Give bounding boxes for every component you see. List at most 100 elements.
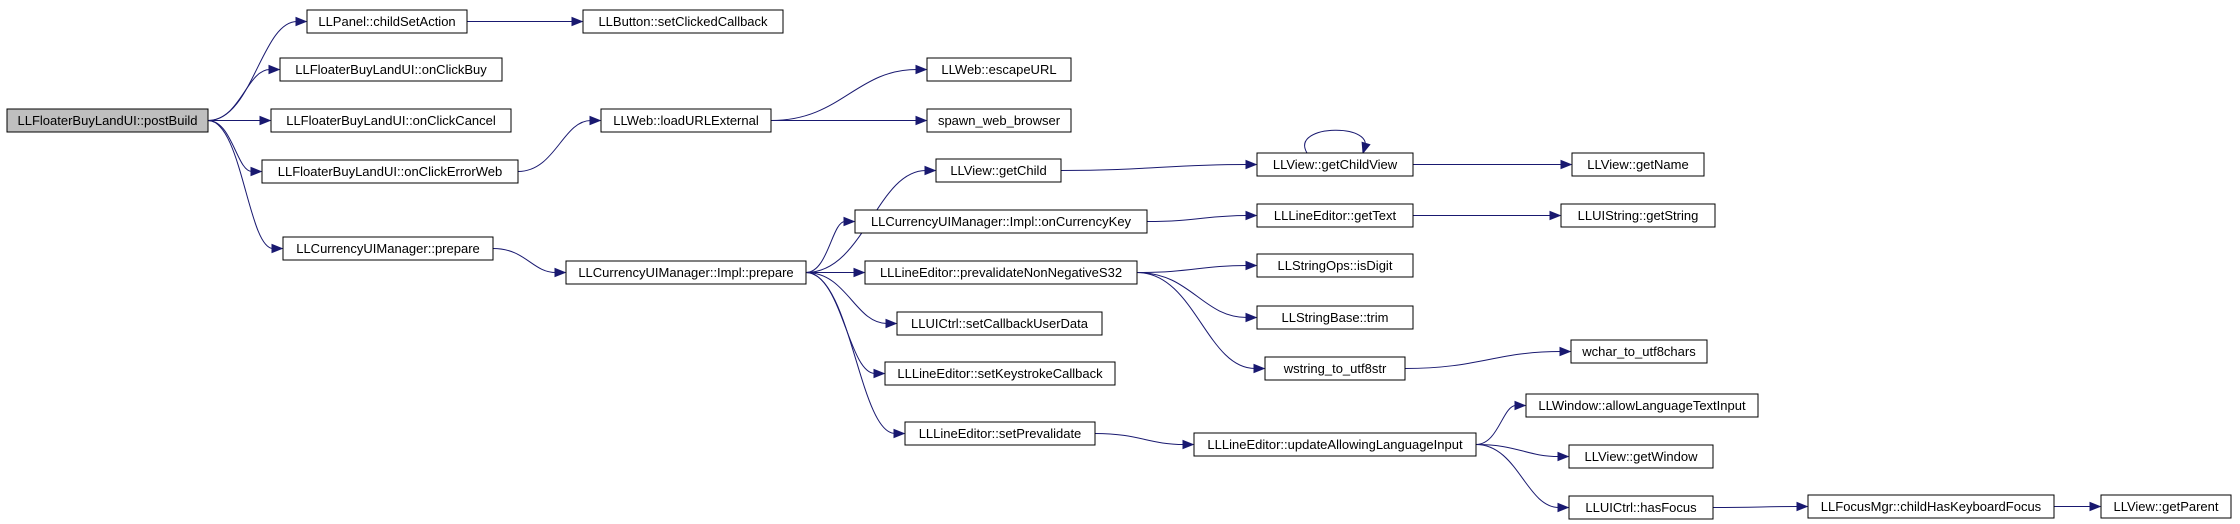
node-childHasKbFocus[interactable]: LLFocusMgr::childHasKeyboardFocus (1807, 494, 2055, 519)
edge-hasFocus-to-childHasKbFocus (1712, 501, 1809, 512)
edge-implPrepare-to-onCurrencyKey (805, 216, 856, 273)
node-label: LLLineEditor::updateAllowingLanguageInpu… (1207, 437, 1463, 452)
node-childSetAction[interactable]: LLPanel::childSetAction (306, 9, 468, 34)
node-label: LLUIString::getString (1578, 208, 1699, 223)
node-spawnWebBrowser[interactable]: spawn_web_browser (926, 108, 1072, 133)
node-getWindow[interactable]: LLView::getWindow (1568, 444, 1714, 469)
edge-onClickErrorWeb-to-loadURLExternal (517, 115, 602, 172)
node-label: wchar_to_utf8chars (1581, 344, 1696, 359)
node-label: LLView::getChild (950, 163, 1046, 178)
node-box (854, 209, 1148, 234)
node-box (1264, 356, 1406, 381)
node-label: spawn_web_browser (938, 113, 1061, 128)
node-loadURLExternal[interactable]: LLWeb::loadURLExternal (600, 108, 772, 133)
node-box (6, 108, 209, 133)
node-onClickErrorWeb[interactable]: LLFloaterBuyLandUI::onClickErrorWeb (261, 159, 519, 184)
node-implPrepare[interactable]: LLCurrencyUIManager::Impl::prepare (565, 260, 807, 285)
node-label: LLFocusMgr::childHasKeyboardFocus (1821, 499, 2042, 514)
node-label: LLView::getWindow (1585, 449, 1699, 464)
edge-implPrepare-to-setPrevalidate (805, 272, 906, 439)
node-onCurrencyKey[interactable]: LLCurrencyUIManager::Impl::onCurrencyKey (854, 209, 1148, 234)
node-setCallbackUserData[interactable]: LLUICtrl::setCallbackUserData (896, 311, 1103, 336)
edge-setPrevalidate-to-updateLang (1094, 433, 1195, 450)
node-box (935, 158, 1062, 183)
node-box (1256, 203, 1414, 228)
node-label: LLWeb::loadURLExternal (613, 113, 759, 128)
node-getParent[interactable]: LLView::getParent (2100, 494, 2232, 519)
node-box (864, 260, 1138, 285)
node-label: LLFloaterBuyLandUI::onClickBuy (295, 62, 487, 77)
node-box (1570, 339, 1708, 364)
node-getName[interactable]: LLView::getName (1571, 152, 1705, 177)
node-box (1525, 393, 1759, 418)
node-box (279, 57, 503, 82)
edge-childSetAction-to-setClickedCallback (467, 16, 584, 27)
node-wstringToUtf8[interactable]: wstring_to_utf8str (1264, 356, 1406, 381)
node-box (926, 108, 1072, 133)
node-setKeystrokeCallback[interactable]: LLLineEditor::setKeystrokeCallback (884, 361, 1116, 386)
node-label: LLView::getName (1587, 157, 1688, 172)
edge-wstringToUtf8-to-wcharToUtf8 (1404, 346, 1572, 369)
edge-postBuild-to-onClickBuy (207, 64, 281, 121)
node-label: LLUICtrl::hasFocus (1585, 500, 1697, 515)
node-label: LLLineEditor::setKeystrokeCallback (897, 366, 1103, 381)
node-isDigit[interactable]: LLStringOps::isDigit (1256, 253, 1414, 278)
node-prevalidate[interactable]: LLLineEditor::prevalidateNonNegativeS32 (864, 260, 1138, 285)
node-getString[interactable]: LLUIString::getString (1560, 203, 1716, 228)
node-label: LLUICtrl::setCallbackUserData (911, 316, 1089, 331)
node-postBuild[interactable]: LLFloaterBuyLandUI::postBuild (6, 108, 209, 133)
node-box (600, 108, 772, 133)
node-wcharToUtf8[interactable]: wchar_to_utf8chars (1570, 339, 1708, 364)
edge-prevalidate-to-trim (1136, 272, 1258, 323)
edge-updateLang-to-getWindow (1475, 444, 1570, 462)
edge-prevalidate-to-isDigit (1136, 260, 1258, 273)
node-box (582, 9, 784, 34)
node-getChildView[interactable]: LLView::getChildView (1256, 152, 1414, 177)
node-box (1568, 495, 1714, 520)
call-nodes: LLFloaterBuyLandUI::postBuild LLPanel::ch… (6, 9, 2232, 520)
node-label: LLWeb::escapeURL (941, 62, 1056, 77)
edge-updateLang-to-hasFocus (1475, 444, 1570, 513)
node-box (282, 236, 494, 261)
node-box (306, 9, 468, 34)
node-box (565, 260, 807, 285)
node-label: LLLineEditor::getText (1274, 208, 1397, 223)
node-label: LLPanel::childSetAction (318, 14, 455, 29)
edge-onCurrencyKey-to-getText (1146, 210, 1258, 222)
node-box (1571, 152, 1705, 177)
node-box (896, 311, 1103, 336)
node-trim[interactable]: LLStringBase::trim (1256, 305, 1414, 330)
node-onClickBuy[interactable]: LLFloaterBuyLandUI::onClickBuy (279, 57, 503, 82)
node-cuiPrepare[interactable]: LLCurrencyUIManager::prepare (282, 236, 494, 261)
node-box (261, 159, 519, 184)
node-box (270, 108, 512, 133)
edge-getChildView-to-getChildView (1304, 129, 1371, 155)
node-label: LLCurrencyUIManager::prepare (296, 241, 480, 256)
node-allowLang[interactable]: LLWindow::allowLanguageTextInput (1525, 393, 1759, 418)
node-onClickCancel[interactable]: LLFloaterBuyLandUI::onClickCancel (270, 108, 512, 133)
node-label: LLFloaterBuyLandUI::postBuild (18, 113, 198, 128)
node-getChild[interactable]: LLView::getChild (935, 158, 1062, 183)
node-label: LLLineEditor::setPrevalidate (919, 426, 1082, 441)
node-updateLang[interactable]: LLLineEditor::updateAllowingLanguageInpu… (1193, 432, 1477, 457)
edge-prevalidate-to-wstringToUtf8 (1136, 272, 1266, 374)
node-getText[interactable]: LLLineEditor::getText (1256, 203, 1414, 228)
node-box (1568, 444, 1714, 469)
edge-cuiPrepare-to-implPrepare (492, 248, 567, 278)
node-escapeURL[interactable]: LLWeb::escapeURL (926, 57, 1072, 82)
node-box (2100, 494, 2232, 519)
edge-loadURLExternal-to-escapeURL (770, 64, 928, 121)
edge-getText-to-getString (1413, 210, 1562, 221)
edge-postBuild-to-cuiPrepare (207, 120, 284, 254)
node-box (1256, 253, 1414, 278)
node-setPrevalidate[interactable]: LLLineEditor::setPrevalidate (904, 421, 1096, 446)
node-hasFocus[interactable]: LLUICtrl::hasFocus (1568, 495, 1714, 520)
node-box (904, 421, 1096, 446)
node-box (1256, 305, 1414, 330)
node-label: wstring_to_utf8str (1283, 361, 1387, 376)
edge-implPrepare-to-setCallbackUserData (805, 272, 898, 329)
node-setClickedCallback[interactable]: LLButton::setClickedCallback (582, 9, 784, 34)
node-box (1807, 494, 2055, 519)
node-label: LLWindow::allowLanguageTextInput (1538, 398, 1746, 413)
